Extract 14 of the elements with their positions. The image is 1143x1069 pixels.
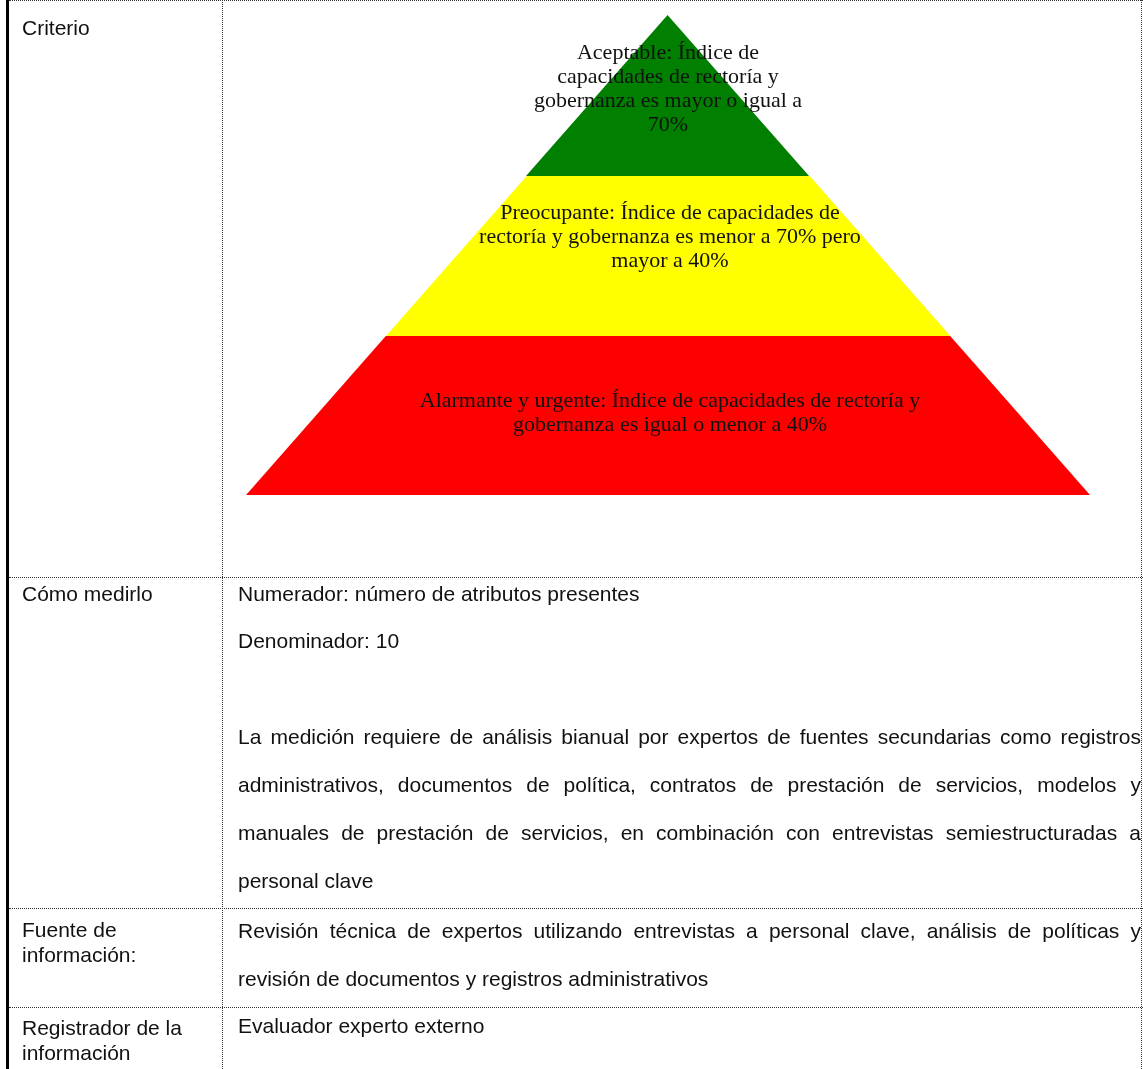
cell-text: Evaluador experto externo <box>238 1013 486 1039</box>
cell-text: Numerador: número de atributos presentes <box>238 581 641 607</box>
cell-text: Denominador: 10 <box>238 628 401 654</box>
row-header: Criterio <box>22 15 91 41</box>
pyramid-tier <box>246 336 1090 495</box>
tier-label: Preocupante: Índice de capacidades de rectoría y gobernanza es menor a 70% pero mayor a 40% <box>478 200 862 272</box>
cell-text: Revisión técnica de expertos utilizando entrevistas a personal clave, análisis de políticas y revisión de documentos y registros administrativos <box>238 918 1141 992</box>
row-header: Cómo medirlo <box>22 581 154 607</box>
row-header: Registrador de la información <box>22 1015 183 1065</box>
pyramid-tier <box>526 15 810 176</box>
cell-text: La medición requiere de análisis bianual por expertos de fuentes secundarias como registros administrativos, documentos de política, contratos de prestación de servicios, modelos y manuales de prestación de servicios, en combinación con entrevistas semiestructuradas a personal clave <box>238 724 1141 894</box>
row-header: Fuente de información: <box>22 917 138 967</box>
tier-label: Alarmante y urgente: Índice de capacidades de rectoría y gobernanza es igual o menor a 40% <box>418 388 922 436</box>
pyramid-tier <box>385 176 951 336</box>
